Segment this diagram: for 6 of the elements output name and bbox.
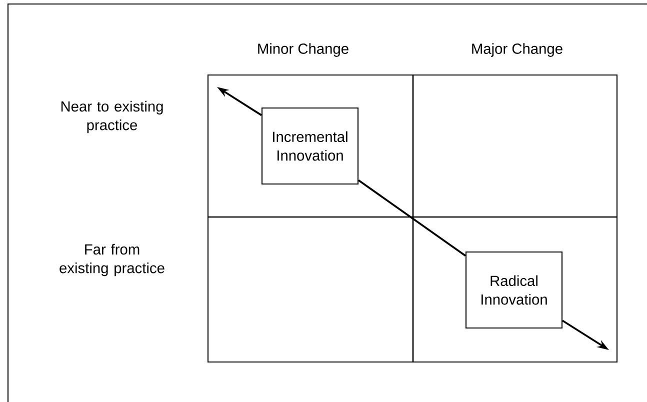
axis-label: Near to existing practice <box>61 100 163 134</box>
axis-label: Far from existing practice <box>60 244 164 276</box>
axis-label: Minor Change <box>258 43 348 57</box>
axis-label: Major Change <box>472 43 562 57</box>
innovation-box: Radical Innovation <box>465 251 563 329</box>
innovation-box: Incremental Innovation <box>261 107 359 185</box>
